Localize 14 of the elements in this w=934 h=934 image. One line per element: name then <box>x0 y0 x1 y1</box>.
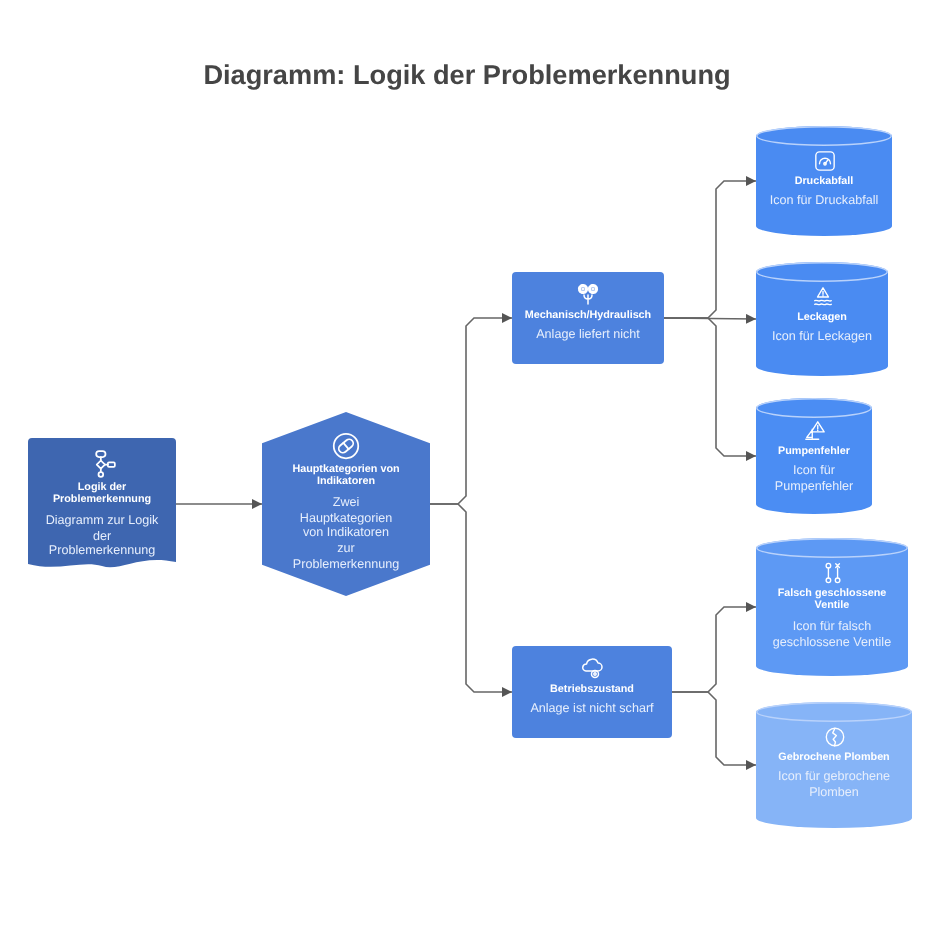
cylinder-shape <box>756 538 908 676</box>
process-box <box>512 646 672 738</box>
document-shape <box>28 438 176 570</box>
connector-arrow <box>175 499 263 509</box>
process-box <box>512 272 664 364</box>
hexagon-shape <box>262 412 430 596</box>
cylinder-shape <box>756 702 912 828</box>
diagram-title: Diagramm: Logik der Problemerkennung <box>203 60 731 90</box>
cylinder-shape <box>756 126 892 236</box>
cylinder-shape <box>756 398 872 514</box>
connector-arrow <box>663 317 757 461</box>
cylinder-shape <box>756 262 888 376</box>
connector-arrow <box>671 691 757 770</box>
connector-arrow <box>429 503 513 697</box>
